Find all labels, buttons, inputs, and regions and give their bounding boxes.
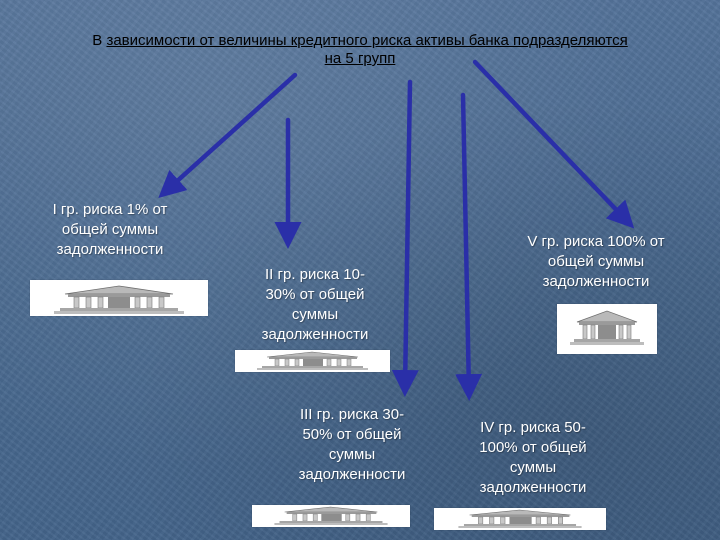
bank-building-icon [274,506,388,525]
group-2-bank-image [235,350,390,372]
group-4-bank-image [434,508,606,530]
group-1-label: I гр. риска 1% от общей суммы задолженно… [52,201,168,258]
bank-building-icon [570,310,644,345]
title-line-2: на 5 групп [324,50,396,67]
arrow-to-group-5 [472,59,635,229]
title-line-1: В зависимости от величины кредитного рис… [0,32,720,50]
arrow-to-group-3 [391,79,419,397]
title-underlined-text: зависимости от величины кредитного риска… [106,32,628,49]
group-5-label: V гр. риска 100% от общей суммы задолжен… [527,233,665,290]
bank-building-icon [54,285,184,314]
title-prefix: В [92,32,107,49]
slide-title: В зависимости от величины кредитного рис… [0,32,720,68]
arrow-to-group-4 [455,92,483,401]
group-4-label: IV гр. риска 50- 100% от общей суммы зад… [479,419,587,496]
group-1-bank-image [30,280,208,316]
group-3-bank-image [252,505,410,527]
group-5-bank-image [557,304,657,354]
group-2-label: II гр. риска 10- 30% от общей суммы задо… [261,266,369,343]
group-3-label: III гр. риска 30- 50% от общей суммы зад… [298,406,406,483]
bank-building-icon [458,509,582,528]
bank-building-icon [257,351,368,370]
arrow-to-group-1 [158,72,298,199]
